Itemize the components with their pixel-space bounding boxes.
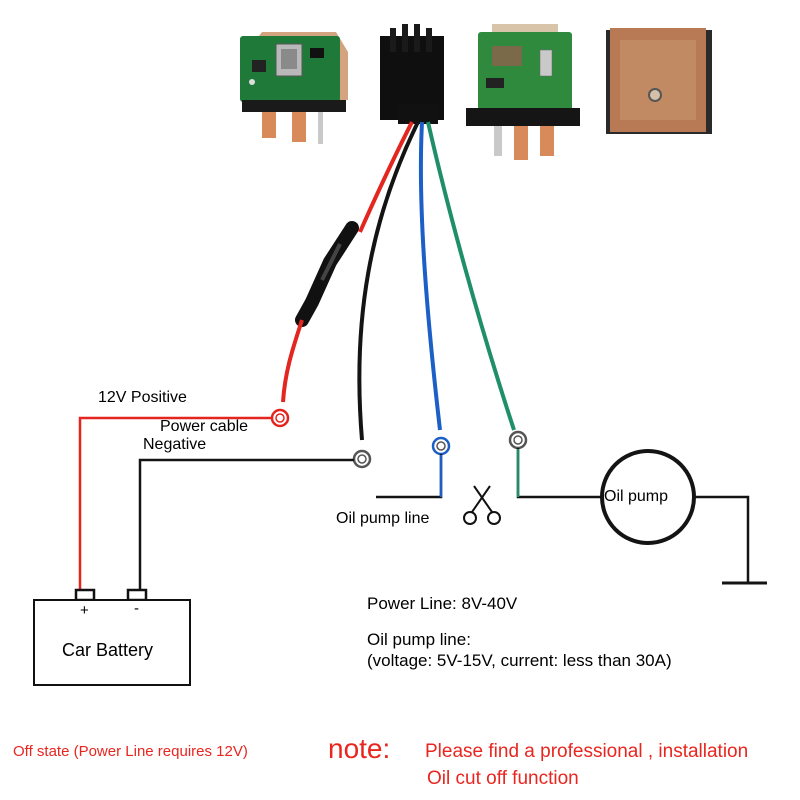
terminal-green (508, 430, 528, 450)
green-wire (426, 121, 516, 431)
red-wire (358, 121, 414, 233)
terminal-black (352, 449, 372, 469)
relay-module-black (380, 24, 444, 124)
battery-terminal-positive (74, 588, 96, 602)
label-oil-pump: Oil pump (604, 488, 669, 505)
negative-line (138, 458, 354, 590)
positive-line (78, 416, 272, 590)
gps-antenna-module (606, 28, 712, 134)
oil-pump-symbol (600, 449, 696, 545)
label-car-battery: Car Battery (62, 640, 154, 660)
label-battery-minus: - (134, 600, 139, 617)
battery-body (33, 599, 191, 686)
label-negative: Negative (143, 436, 207, 453)
label-oil-pump-line: Oil pump line (336, 510, 430, 527)
label-battery-plus: + (80, 602, 89, 619)
black-wire (357, 121, 420, 441)
label-power-cable: Power cable (160, 418, 249, 435)
label-12v-positive: 12V Positive (98, 389, 187, 406)
footer-note: note: (328, 733, 391, 764)
blue-wire (418, 121, 442, 431)
spec-oil-pump-detail: (voltage: 5V-15V, current: less than 30A… (367, 651, 672, 670)
footer-note-line1: Please find a professional , installatio… (425, 741, 749, 762)
oil-pump-line-left (376, 454, 443, 499)
relay-module-pcb-green (466, 24, 580, 160)
inline-fuse-holder (295, 221, 359, 327)
footer-off-state: Off state (Power Line requires 12V) (13, 743, 248, 760)
car-battery (33, 588, 191, 686)
terminal-red (270, 408, 290, 428)
relay-module-pcb-sim (240, 32, 348, 144)
red-wire-lower (281, 319, 304, 403)
footer-note-line2: Oil cut off function (427, 768, 579, 789)
spec-oil-pump-title: Oil pump line: (367, 630, 471, 649)
battery-terminal-negative (126, 588, 148, 602)
terminal-blue (431, 436, 451, 456)
spec-power-line: Power Line: 8V-40V (367, 594, 518, 613)
ground-line (690, 495, 750, 582)
oil-pump-line-right (516, 448, 604, 499)
scissors-icon (463, 485, 501, 525)
